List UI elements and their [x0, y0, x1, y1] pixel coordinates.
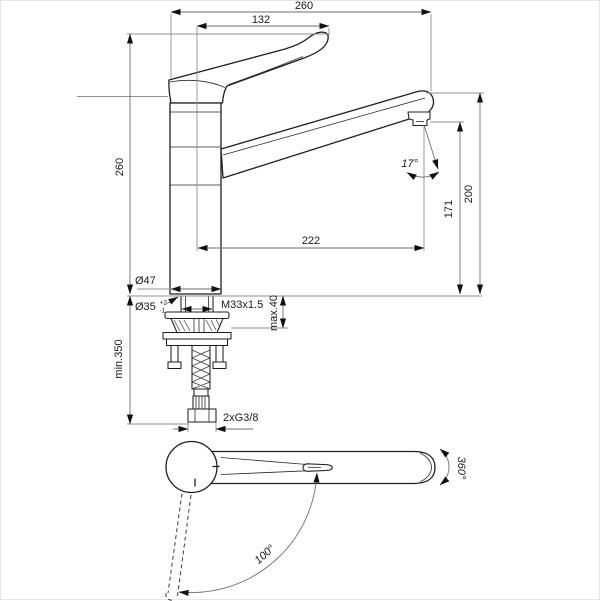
swung-handle-dashed-left — [167, 493, 183, 594]
dim-spout-reach-label: 222 — [302, 235, 320, 247]
stud-nut-left — [167, 361, 182, 370]
handle-swing-arc — [178, 472, 320, 597]
dim-aerator-height-label: 171 — [443, 200, 455, 218]
faucet-top-view — [165, 440, 436, 601]
mounting-nut — [165, 338, 229, 347]
swung-handle-dashed-tip — [165, 592, 175, 601]
outlet-angle-arc — [406, 171, 440, 181]
lever-lower-highlight — [228, 56, 304, 85]
g38-nut — [187, 408, 217, 423]
dim-overall-width-label: 260 — [295, 1, 313, 12]
top-view-body-circle — [165, 440, 218, 494]
dim-deck-thickness-label: max.40 — [268, 295, 280, 331]
hole-diameter-leader — [165, 296, 179, 305]
dim-hole-diameter-label: Ø35 — [135, 301, 156, 313]
mounting-washer — [162, 331, 232, 340]
dim-outlet-height-label: 200 — [463, 185, 475, 203]
dim-handle-length-label: 132 — [252, 14, 270, 26]
mounting-stud-left — [170, 344, 179, 363]
spout-top-highlight — [222, 97, 426, 156]
clamp-bracket — [170, 317, 224, 334]
spout-outline — [220, 90, 435, 179]
dim-hose-length-label: min.350 — [113, 339, 125, 378]
swivel-arc — [439, 448, 450, 486]
hose-crimp-collar — [193, 388, 209, 397]
hose-braid-texture — [191, 349, 211, 390]
lever-collar-seam — [169, 79, 226, 88]
aerator-outline — [407, 111, 431, 127]
outlet-angle-ray — [423, 124, 439, 170]
hose-ribbed-section — [192, 395, 210, 410]
dim-supply-connection-label: 2xG3/8 — [223, 412, 258, 424]
hose-ribs — [195, 396, 206, 409]
stud-nut-right — [212, 361, 227, 370]
dimension-annotations: 260 132 260 min.350 200 171 222 17° Ø47 … — [77, 1, 484, 597]
top-view-lever-edge-upper — [220, 457, 308, 465]
dim-thread-label: M33x1.5 — [221, 299, 263, 311]
bracket-hatching-left — [173, 319, 191, 332]
mounting-hardware — [162, 295, 232, 423]
dim-handle-swing-label: 100° — [253, 542, 278, 567]
faucet-side-view — [168, 31, 435, 295]
bracket-hatching-right — [205, 319, 221, 332]
dim-hole-tolerance-plus: +2 — [160, 300, 168, 307]
mounting-stud-right — [215, 344, 224, 363]
horseshoe-washer — [164, 311, 230, 320]
dim-body-diameter-label: Ø47 — [135, 275, 156, 287]
top-view-spout-end-arc — [419, 452, 432, 483]
faucet-body — [169, 102, 222, 295]
dim-spout-swivel-label: 360° — [455, 457, 467, 480]
dim-hole-tolerance-minus: -1 — [160, 308, 166, 315]
dim-outlet-angle-label: 17° — [401, 158, 418, 170]
dim-overall-height-label: 260 — [114, 158, 126, 176]
lever-handle-outline — [168, 31, 329, 104]
